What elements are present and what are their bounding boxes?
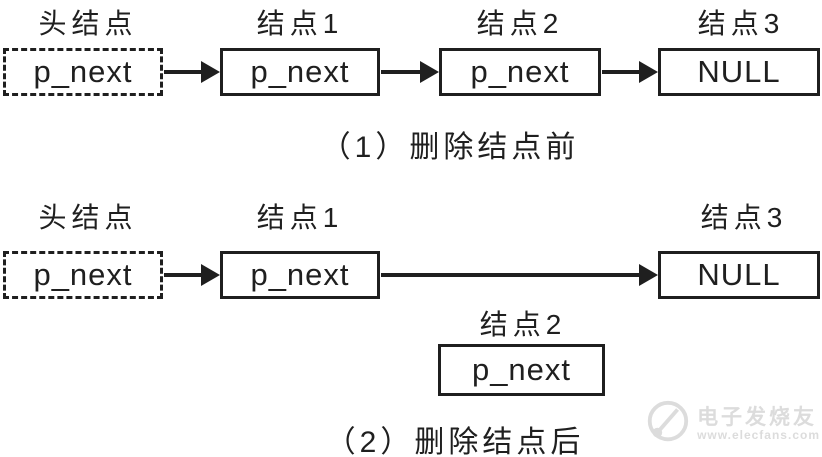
watermark-brand: 电子发烧友 — [697, 406, 818, 430]
node2-value-1: p_next — [470, 54, 570, 89]
head-node-box-2: p_next — [3, 251, 163, 299]
caption-after-deletion: （2）删除结点后 — [325, 426, 585, 457]
arrow-head-to-node1-tip-2 — [201, 264, 220, 286]
head-node-value-1: p_next — [33, 54, 133, 89]
node-label-head-1: 头结点 — [38, 8, 138, 39]
node3-value-1: NULL — [697, 54, 781, 89]
node-label-head-2: 头结点 — [38, 202, 138, 233]
arrow-node2-to-node3-line — [602, 70, 642, 74]
node2-box-1: p_next — [439, 48, 601, 96]
arrow-node2-to-node3-tip — [639, 61, 658, 83]
node3-value-2: NULL — [697, 257, 781, 292]
node3-box-2: NULL — [658, 251, 820, 299]
node1-box-2: p_next — [220, 251, 380, 299]
arrow-node1-to-node2-tip — [420, 61, 439, 83]
arrow-head-to-node1-tip — [201, 61, 220, 83]
head-node-box-1: p_next — [3, 48, 163, 96]
node1-box-1: p_next — [220, 48, 380, 96]
watermark: 电子发烧友 www.elecfans.com — [643, 398, 820, 451]
node3-box-1: NULL — [658, 48, 820, 96]
arrow-head-to-node1-line-2 — [164, 273, 204, 277]
detached-node2-label: 结点2 — [479, 309, 567, 340]
caption-before-deletion: （1）删除结点前 — [320, 131, 580, 164]
node1-value-1: p_next — [250, 54, 350, 89]
node-label-3-1: 结点3 — [697, 8, 785, 39]
node1-value-2: p_next — [250, 257, 350, 292]
node-label-3-2: 结点3 — [700, 202, 788, 233]
elecfans-logo-icon — [643, 398, 691, 451]
watermark-url: www.elecfans.com — [697, 428, 820, 443]
node-label-1-2: 结点1 — [256, 202, 344, 233]
arrow-node1-to-node3-line — [381, 273, 641, 277]
arrow-node1-to-node3-tip — [639, 264, 658, 286]
head-node-value-2: p_next — [33, 257, 133, 292]
detached-node2-box: p_next — [438, 344, 605, 396]
node-label-1-1: 结点1 — [256, 8, 344, 39]
arrow-node1-to-node2-line — [381, 70, 422, 74]
arrow-head-to-node1-line — [164, 70, 204, 74]
node-label-2-1: 结点2 — [476, 8, 564, 39]
detached-node2-value: p_next — [471, 352, 572, 387]
